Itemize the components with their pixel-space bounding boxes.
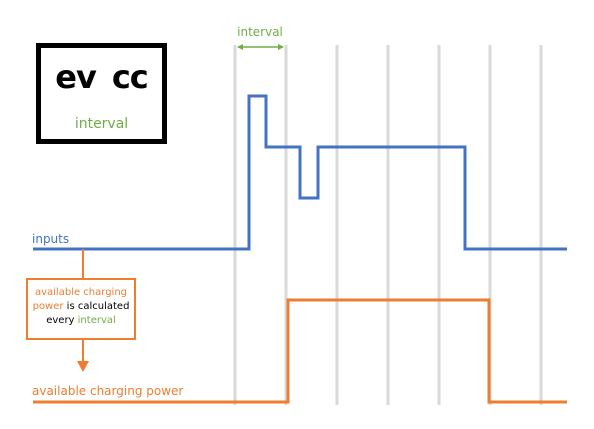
callout-line-3: every interval xyxy=(28,314,134,328)
interval-gridlines xyxy=(233,45,543,405)
logo-subtitle: interval xyxy=(74,116,129,132)
inputs-label: inputs xyxy=(32,232,69,246)
callout-calculated: is calculated xyxy=(63,301,130,312)
charging-power-label: available charging power xyxy=(32,384,183,398)
calculation-callout: available charging power is calculated e… xyxy=(26,278,136,340)
interval-label: interval xyxy=(237,25,283,39)
callout-arrowhead xyxy=(77,361,89,372)
callout-interval: interval xyxy=(77,315,116,326)
charging-power-signal xyxy=(33,298,567,404)
callout-power: power xyxy=(32,301,64,312)
callout-line-1: available charging xyxy=(34,287,128,298)
callout-every: every xyxy=(46,315,78,326)
callout-line-2: power is calculated xyxy=(28,300,134,314)
inputs-signal xyxy=(33,94,567,251)
logo-cc: cc xyxy=(111,58,149,96)
logo-ev: ev xyxy=(55,58,97,96)
